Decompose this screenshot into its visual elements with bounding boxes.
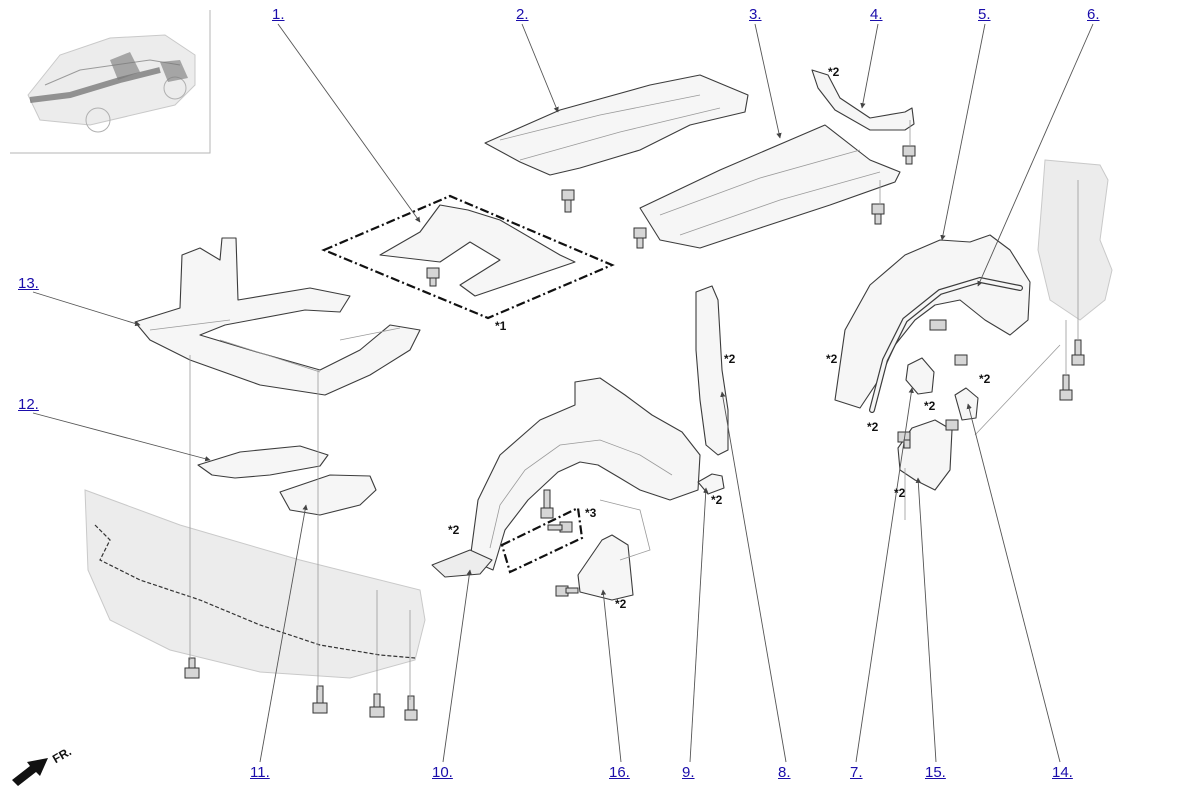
note-2: *2 xyxy=(894,486,906,500)
part-4-bracket xyxy=(811,69,915,131)
part-2-floor-cover xyxy=(484,74,749,176)
front-bumper-ghost xyxy=(84,489,426,679)
note-1: *1 xyxy=(495,319,507,333)
callout-16[interactable]: 16. xyxy=(609,764,630,781)
callout-7[interactable]: 7. xyxy=(850,764,863,781)
callout-5[interactable]: 5. xyxy=(978,6,991,23)
part-10-front-fender-liner xyxy=(469,377,701,571)
part-8-side-seal xyxy=(695,285,729,456)
callout-4[interactable]: 4. xyxy=(870,6,883,23)
note-2: *2 xyxy=(979,372,991,386)
part-11-splash-shield xyxy=(279,474,377,516)
note-2: *2 xyxy=(826,352,838,366)
part-15-rear-mud-guard xyxy=(897,419,953,491)
callout-6[interactable]: 6. xyxy=(1087,6,1100,23)
note-2: *2 xyxy=(448,523,460,537)
part-9-clip xyxy=(697,473,725,495)
front-direction-arrow xyxy=(12,758,48,786)
callout-15[interactable]: 15. xyxy=(925,764,946,781)
note-2: *2 xyxy=(867,420,879,434)
rear-bumper-ghost xyxy=(1037,159,1113,321)
part-16-front-mud-guard xyxy=(577,534,634,601)
callout-9[interactable]: 9. xyxy=(682,764,695,781)
note-2: *2 xyxy=(711,493,723,507)
part-7-bracket xyxy=(905,357,935,395)
part-1-dashed-frame xyxy=(321,194,615,320)
leader-lines xyxy=(32,23,1094,763)
note-3: *3 xyxy=(585,506,597,520)
part-13-engine-undercover xyxy=(134,237,421,396)
part-14-bracket xyxy=(954,387,979,421)
callout-8[interactable]: 8. xyxy=(778,764,791,781)
callout-3[interactable]: 3. xyxy=(749,6,762,23)
callout-13[interactable]: 13. xyxy=(18,275,39,292)
vehicle-thumbnail xyxy=(10,10,211,154)
note-2: *2 xyxy=(828,65,840,79)
bumper-fasteners xyxy=(184,657,418,721)
part-12-splash-shield xyxy=(197,445,329,479)
part-1-center-cover xyxy=(379,204,576,297)
callout-11[interactable]: 11. xyxy=(250,764,270,781)
note-2: *2 xyxy=(724,352,736,366)
part-3-floor-cover xyxy=(639,124,901,249)
callout-2[interactable]: 2. xyxy=(516,6,529,23)
note-2: *2 xyxy=(615,597,627,611)
callout-1[interactable]: 1. xyxy=(272,6,285,23)
callout-10[interactable]: 10. xyxy=(432,764,453,781)
callout-14[interactable]: 14. xyxy=(1052,764,1073,781)
callout-12[interactable]: 12. xyxy=(18,396,39,413)
note-2: *2 xyxy=(924,399,936,413)
